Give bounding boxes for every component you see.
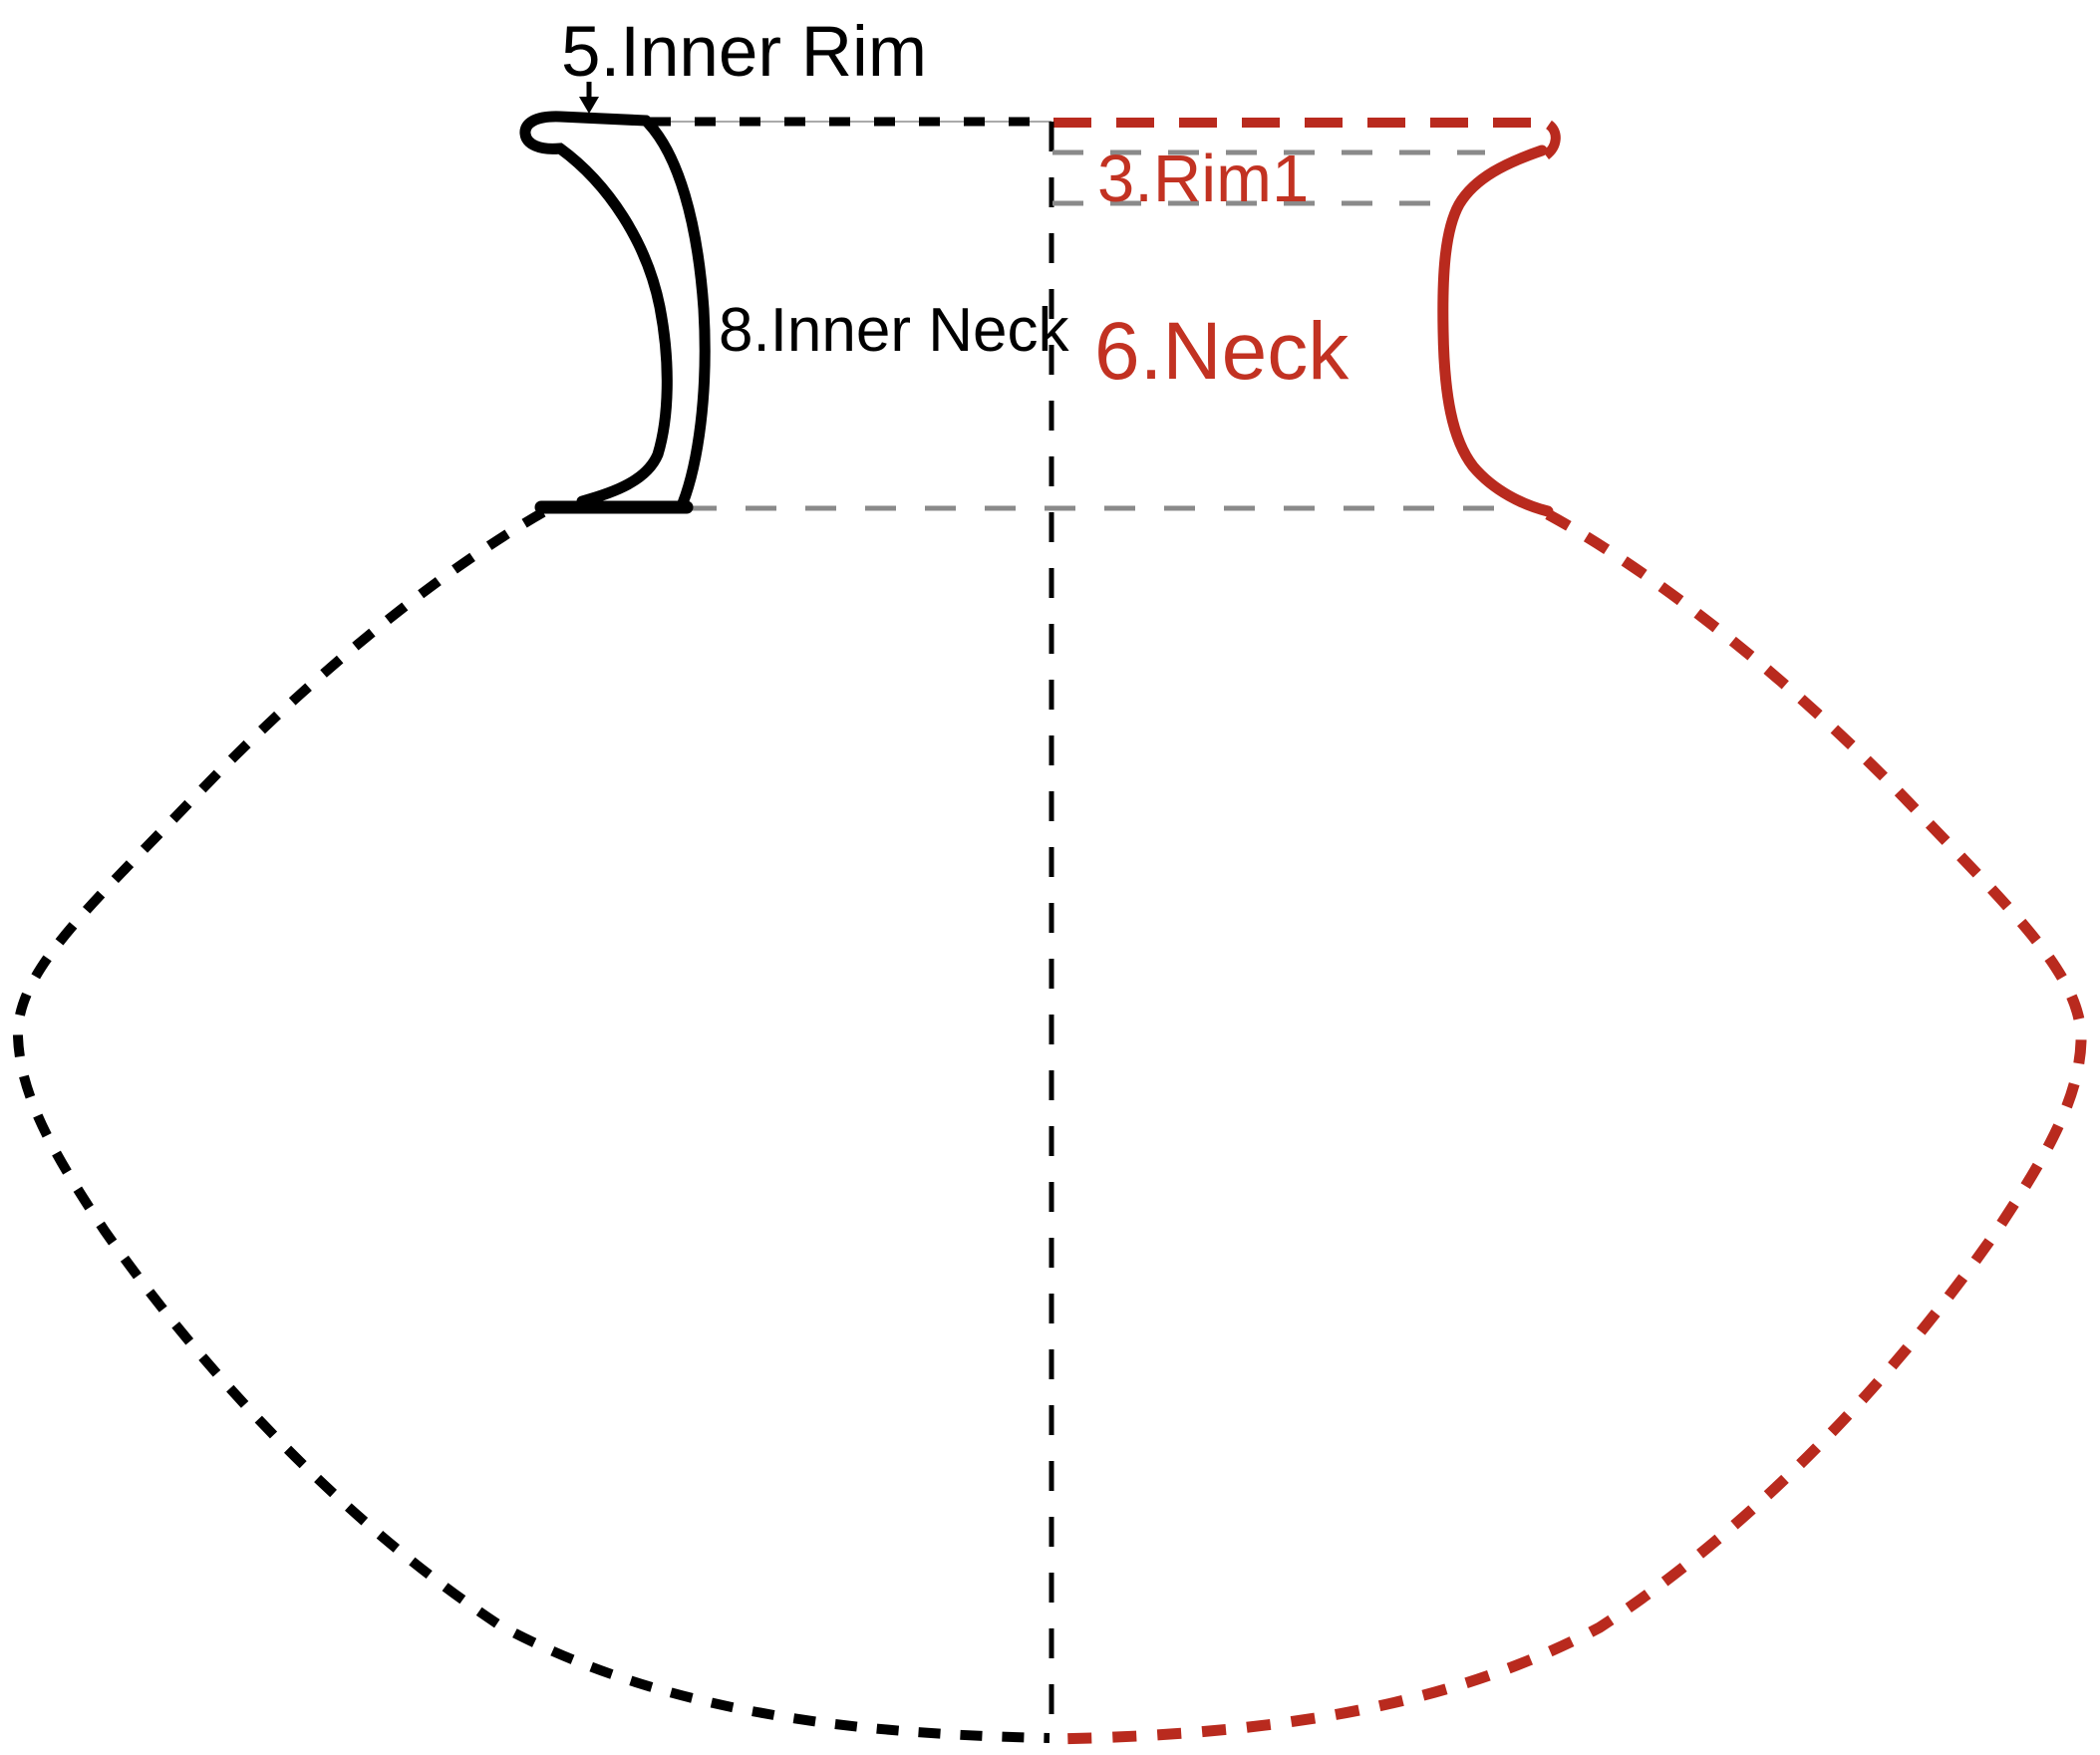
body-outline-dashed-left: [12, 507, 1050, 1743]
inner-neck-label: 8.Inner Neck: [719, 296, 1069, 365]
rim1-label: 3.Rim1: [1097, 142, 1310, 216]
neck-profile-right: [1437, 145, 1554, 517]
neck-label: 6.Neck: [1094, 306, 1350, 397]
inner-rim-and-inner-neck-profile: [519, 111, 673, 507]
body-outline-dashed-right: [1051, 509, 2087, 1745]
rim-tip-curve-right: [1542, 120, 1561, 159]
inner-rim-label: 5.Inner Rim: [561, 13, 927, 92]
outer-neck-profile-left: [640, 115, 711, 509]
down-arrow-icon: [579, 82, 599, 114]
